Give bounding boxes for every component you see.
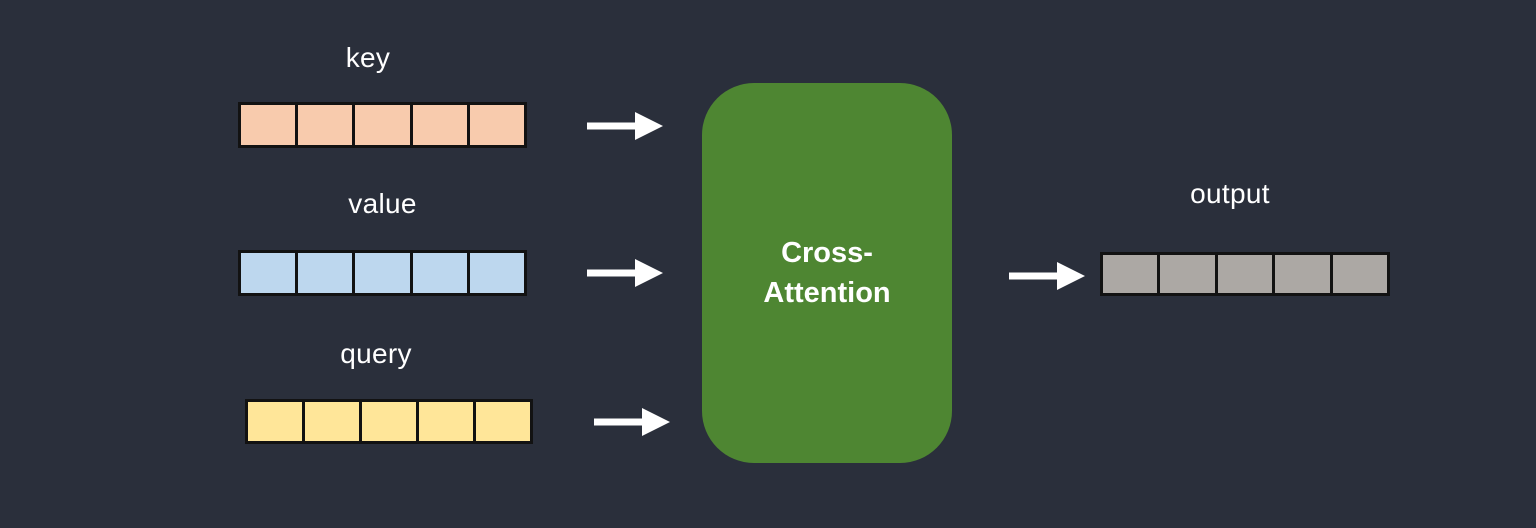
key-vector xyxy=(238,102,527,148)
vector-cell xyxy=(473,402,530,441)
vector-cell xyxy=(295,105,353,145)
query-arrow-icon xyxy=(592,406,672,438)
value-arrow-icon xyxy=(585,257,665,289)
value-vector xyxy=(238,250,527,296)
vector-cell xyxy=(1329,255,1388,293)
vector-cell xyxy=(466,253,525,293)
output-vector xyxy=(1100,252,1390,296)
query-label: query xyxy=(340,338,412,369)
vector-cell xyxy=(359,402,416,441)
key-label: key xyxy=(345,42,391,73)
output-label: output xyxy=(1190,178,1270,209)
vector-cell xyxy=(1214,255,1273,293)
vector-cell xyxy=(416,402,473,441)
vector-cell xyxy=(1103,255,1158,293)
vector-cell xyxy=(1272,255,1330,293)
vector-cell xyxy=(352,105,410,145)
vector-cell xyxy=(466,105,525,145)
vector-cell xyxy=(1157,255,1215,293)
vector-cell xyxy=(241,253,296,293)
cross-attention-label-line2: Attention xyxy=(763,277,891,309)
cross-attention-block: Cross- Attention xyxy=(702,83,952,463)
vector-cell xyxy=(241,105,296,145)
vector-cell xyxy=(248,402,302,441)
key-arrow-icon xyxy=(585,110,665,142)
output-arrow-icon xyxy=(1007,260,1087,292)
cross-attention-label-line1: Cross- xyxy=(781,236,873,269)
vector-cell xyxy=(352,253,410,293)
vector-cell xyxy=(295,253,353,293)
vector-cell xyxy=(409,253,467,293)
vector-cell xyxy=(409,105,467,145)
vector-cell xyxy=(302,402,359,441)
value-label: value xyxy=(348,188,417,219)
query-vector xyxy=(245,399,533,444)
